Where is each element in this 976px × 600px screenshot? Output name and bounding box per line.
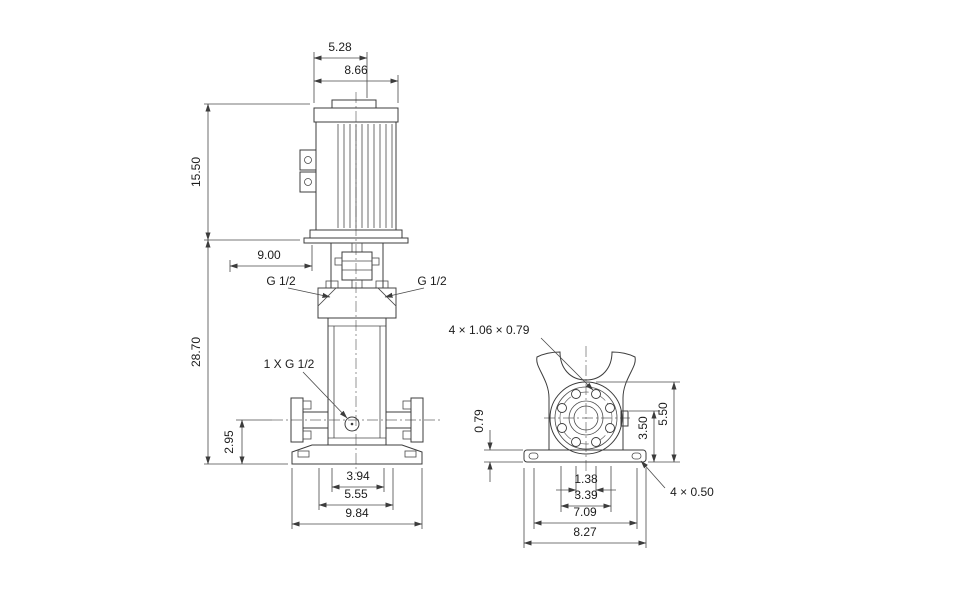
coupling: [341, 251, 373, 281]
dim-base-width: 9.84: [291, 468, 423, 529]
base-plate: [523, 449, 647, 463]
port-label-right: G 1/2: [384, 274, 447, 298]
drain-label: 1 X G 1/2: [264, 357, 315, 371]
flange-left: [290, 397, 304, 443]
flange-hole-note-label: 4 × 1.06 × 0.79: [449, 323, 530, 337]
base-hole-callout: 4 × 0.50: [640, 460, 714, 499]
dim-bolt-span-label: 3.94: [346, 469, 370, 483]
suction-discharge-flanges: [290, 397, 424, 443]
dim-clearance: 9.00: [229, 245, 313, 272]
dim-motor-height-label: 15.50: [189, 157, 203, 187]
dim-plate-thickness-label: 0.79: [472, 409, 486, 433]
motor: [299, 99, 409, 244]
dim-flange-top-height: 5.50: [596, 381, 680, 463]
side-view: 4 × 1.06 × 0.79 0.79 3.50 5.50: [449, 323, 714, 548]
flange-right: [410, 397, 424, 443]
port-left-label: G 1/2: [266, 274, 296, 288]
dim-bolt-pitch-label: 1.38: [574, 472, 598, 486]
flange-bolts: [557, 389, 615, 447]
front-dimensions: 5.28 8.66 15.50 9.00 G 1/2: [189, 40, 447, 529]
side-centerlines: [544, 346, 630, 472]
coupling-section: [330, 243, 384, 288]
pump-column: [327, 317, 387, 446]
dim-plate-thickness: 0.79: [472, 409, 523, 482]
drain-plug: [344, 416, 360, 432]
foot-bracket: [536, 351, 636, 450]
dim-head-width-label: 5.55: [344, 487, 368, 501]
dim-motor-width-label: 8.66: [344, 63, 368, 77]
dim-plate-length-label: 8.27: [573, 525, 597, 539]
port-stub-right: [375, 280, 389, 289]
dim-base-width-label: 9.84: [345, 506, 369, 520]
dim-hole-span-label: 7.09: [573, 505, 597, 519]
port-right-label: G 1/2: [417, 274, 447, 288]
dim-tab-height: 3.50: [629, 410, 680, 463]
dim-total-height: 28.70: [189, 239, 288, 465]
side-dimensions: 4 × 1.06 × 0.79 0.79 3.50 5.50: [449, 323, 714, 548]
dim-motor-width: 8.66: [313, 63, 399, 103]
dim-clearance-label: 9.00: [257, 248, 281, 262]
fan-cover-cap: [331, 99, 377, 109]
dim-port-height-label: 2.95: [222, 430, 236, 454]
terminal-box: [299, 149, 317, 193]
dim-cap-width: 5.28: [313, 40, 368, 103]
dim-bolt-outer-label: 3.39: [574, 488, 598, 502]
base-hole-note-label: 4 × 0.50: [670, 485, 714, 499]
dim-flange-top-height-label: 5.50: [656, 402, 670, 426]
dim-motor-height: 15.50: [189, 103, 310, 241]
port-stub-left: [325, 280, 339, 289]
dim-cap-width-label: 5.28: [328, 40, 352, 54]
dim-head-width: 5.55: [318, 468, 394, 510]
drip-plate: [303, 237, 409, 244]
dim-hole-span: 7.09: [533, 468, 638, 529]
bolt-circle: [559, 391, 613, 445]
dim-tab-height-label: 3.50: [636, 416, 650, 440]
anchor-slot-left: [297, 450, 310, 458]
dim-bolt-outer: 3.39: [560, 466, 612, 512]
anchor-slot-right: [404, 450, 417, 458]
port-hatch-left: [317, 287, 337, 307]
flange-face: [549, 381, 623, 455]
base-hole-left: [528, 452, 539, 460]
dim-bolt-pitch: 1.38: [556, 466, 616, 496]
side-tab: [620, 410, 629, 427]
motor-fins: [337, 124, 393, 228]
dim-port-height: 2.95: [222, 419, 272, 465]
dim-bolt-span: 3.94: [331, 468, 385, 492]
drain-callout: 1 X G 1/2: [264, 357, 348, 419]
pump-head: [317, 280, 397, 319]
front-view: 5.28 8.66 15.50 9.00 G 1/2: [189, 40, 447, 529]
flange-hole-callout: 4 × 1.06 × 0.79: [449, 323, 594, 391]
dim-plate-length: 8.27: [523, 468, 647, 548]
base-hole-right: [631, 452, 642, 460]
port-hatch-right: [377, 287, 397, 307]
pump-base: [291, 444, 423, 465]
port-label-left: G 1/2: [266, 274, 331, 298]
dim-total-height-label: 28.70: [189, 337, 203, 367]
